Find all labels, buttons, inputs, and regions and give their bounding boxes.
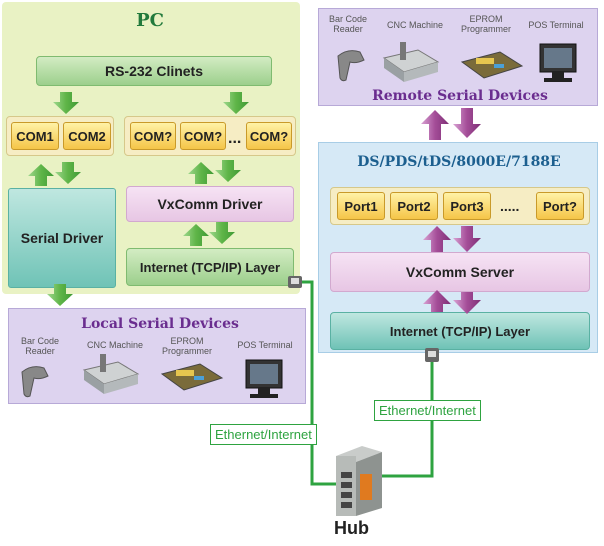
ds-port: Port2 bbox=[390, 192, 438, 220]
vxcomm-server-bar: VxComm Server bbox=[330, 252, 590, 292]
arrow-up-icon bbox=[421, 110, 449, 140]
ds-port: Port? bbox=[536, 192, 584, 220]
hub-device-icon bbox=[336, 446, 382, 516]
ds-ports-ellipsis: ..... bbox=[500, 198, 520, 214]
hub-label: Hub bbox=[334, 518, 369, 538]
device-label: EPROM Programmer bbox=[161, 336, 212, 356]
ethernet-label-right: Ethernet/Internet bbox=[374, 400, 481, 421]
device-label: CNC Machine bbox=[86, 340, 144, 350]
device-label: EPROM Programmer bbox=[460, 14, 511, 34]
pc-tcpip-layer-bar: Internet (TCP/IP) Layer bbox=[126, 248, 294, 286]
serial-driver-box: Serial Driver bbox=[8, 188, 116, 288]
device-label: Bar Code Reader bbox=[328, 14, 368, 34]
ethernet-label-left: Ethernet/Internet bbox=[210, 424, 317, 445]
pc-title: PC bbox=[136, 10, 164, 31]
ds-title: DS/PDS/tDS/8000E/7188E bbox=[357, 154, 561, 170]
local-devices-title: Local Serial Devices bbox=[81, 316, 239, 332]
rs232-clients-bar: RS-232 Clinets bbox=[36, 56, 272, 86]
device-label: POS Terminal bbox=[528, 20, 584, 30]
device-label: POS Terminal bbox=[237, 340, 293, 350]
com-port: COM2 bbox=[63, 122, 111, 150]
com-port: COM1 bbox=[11, 122, 59, 150]
arrow-down-icon bbox=[453, 108, 481, 138]
remote-devices-title: Remote Serial Devices bbox=[372, 88, 548, 104]
device-label: Bar Code Reader bbox=[20, 336, 60, 356]
virtual-com-port: COM? bbox=[130, 122, 176, 150]
ds-tcpip-layer-bar: Internet (TCP/IP) Layer bbox=[330, 312, 590, 350]
virtual-com-port: COM? bbox=[180, 122, 226, 150]
ds-port: Port1 bbox=[337, 192, 385, 220]
ds-port: Port3 bbox=[443, 192, 491, 220]
virtual-com-port: COM? bbox=[246, 122, 292, 150]
virtual-ports-ellipsis: ... bbox=[228, 130, 242, 147]
device-label: CNC Machine bbox=[386, 20, 444, 30]
vxcomm-driver-bar: VxComm Driver bbox=[126, 186, 294, 222]
